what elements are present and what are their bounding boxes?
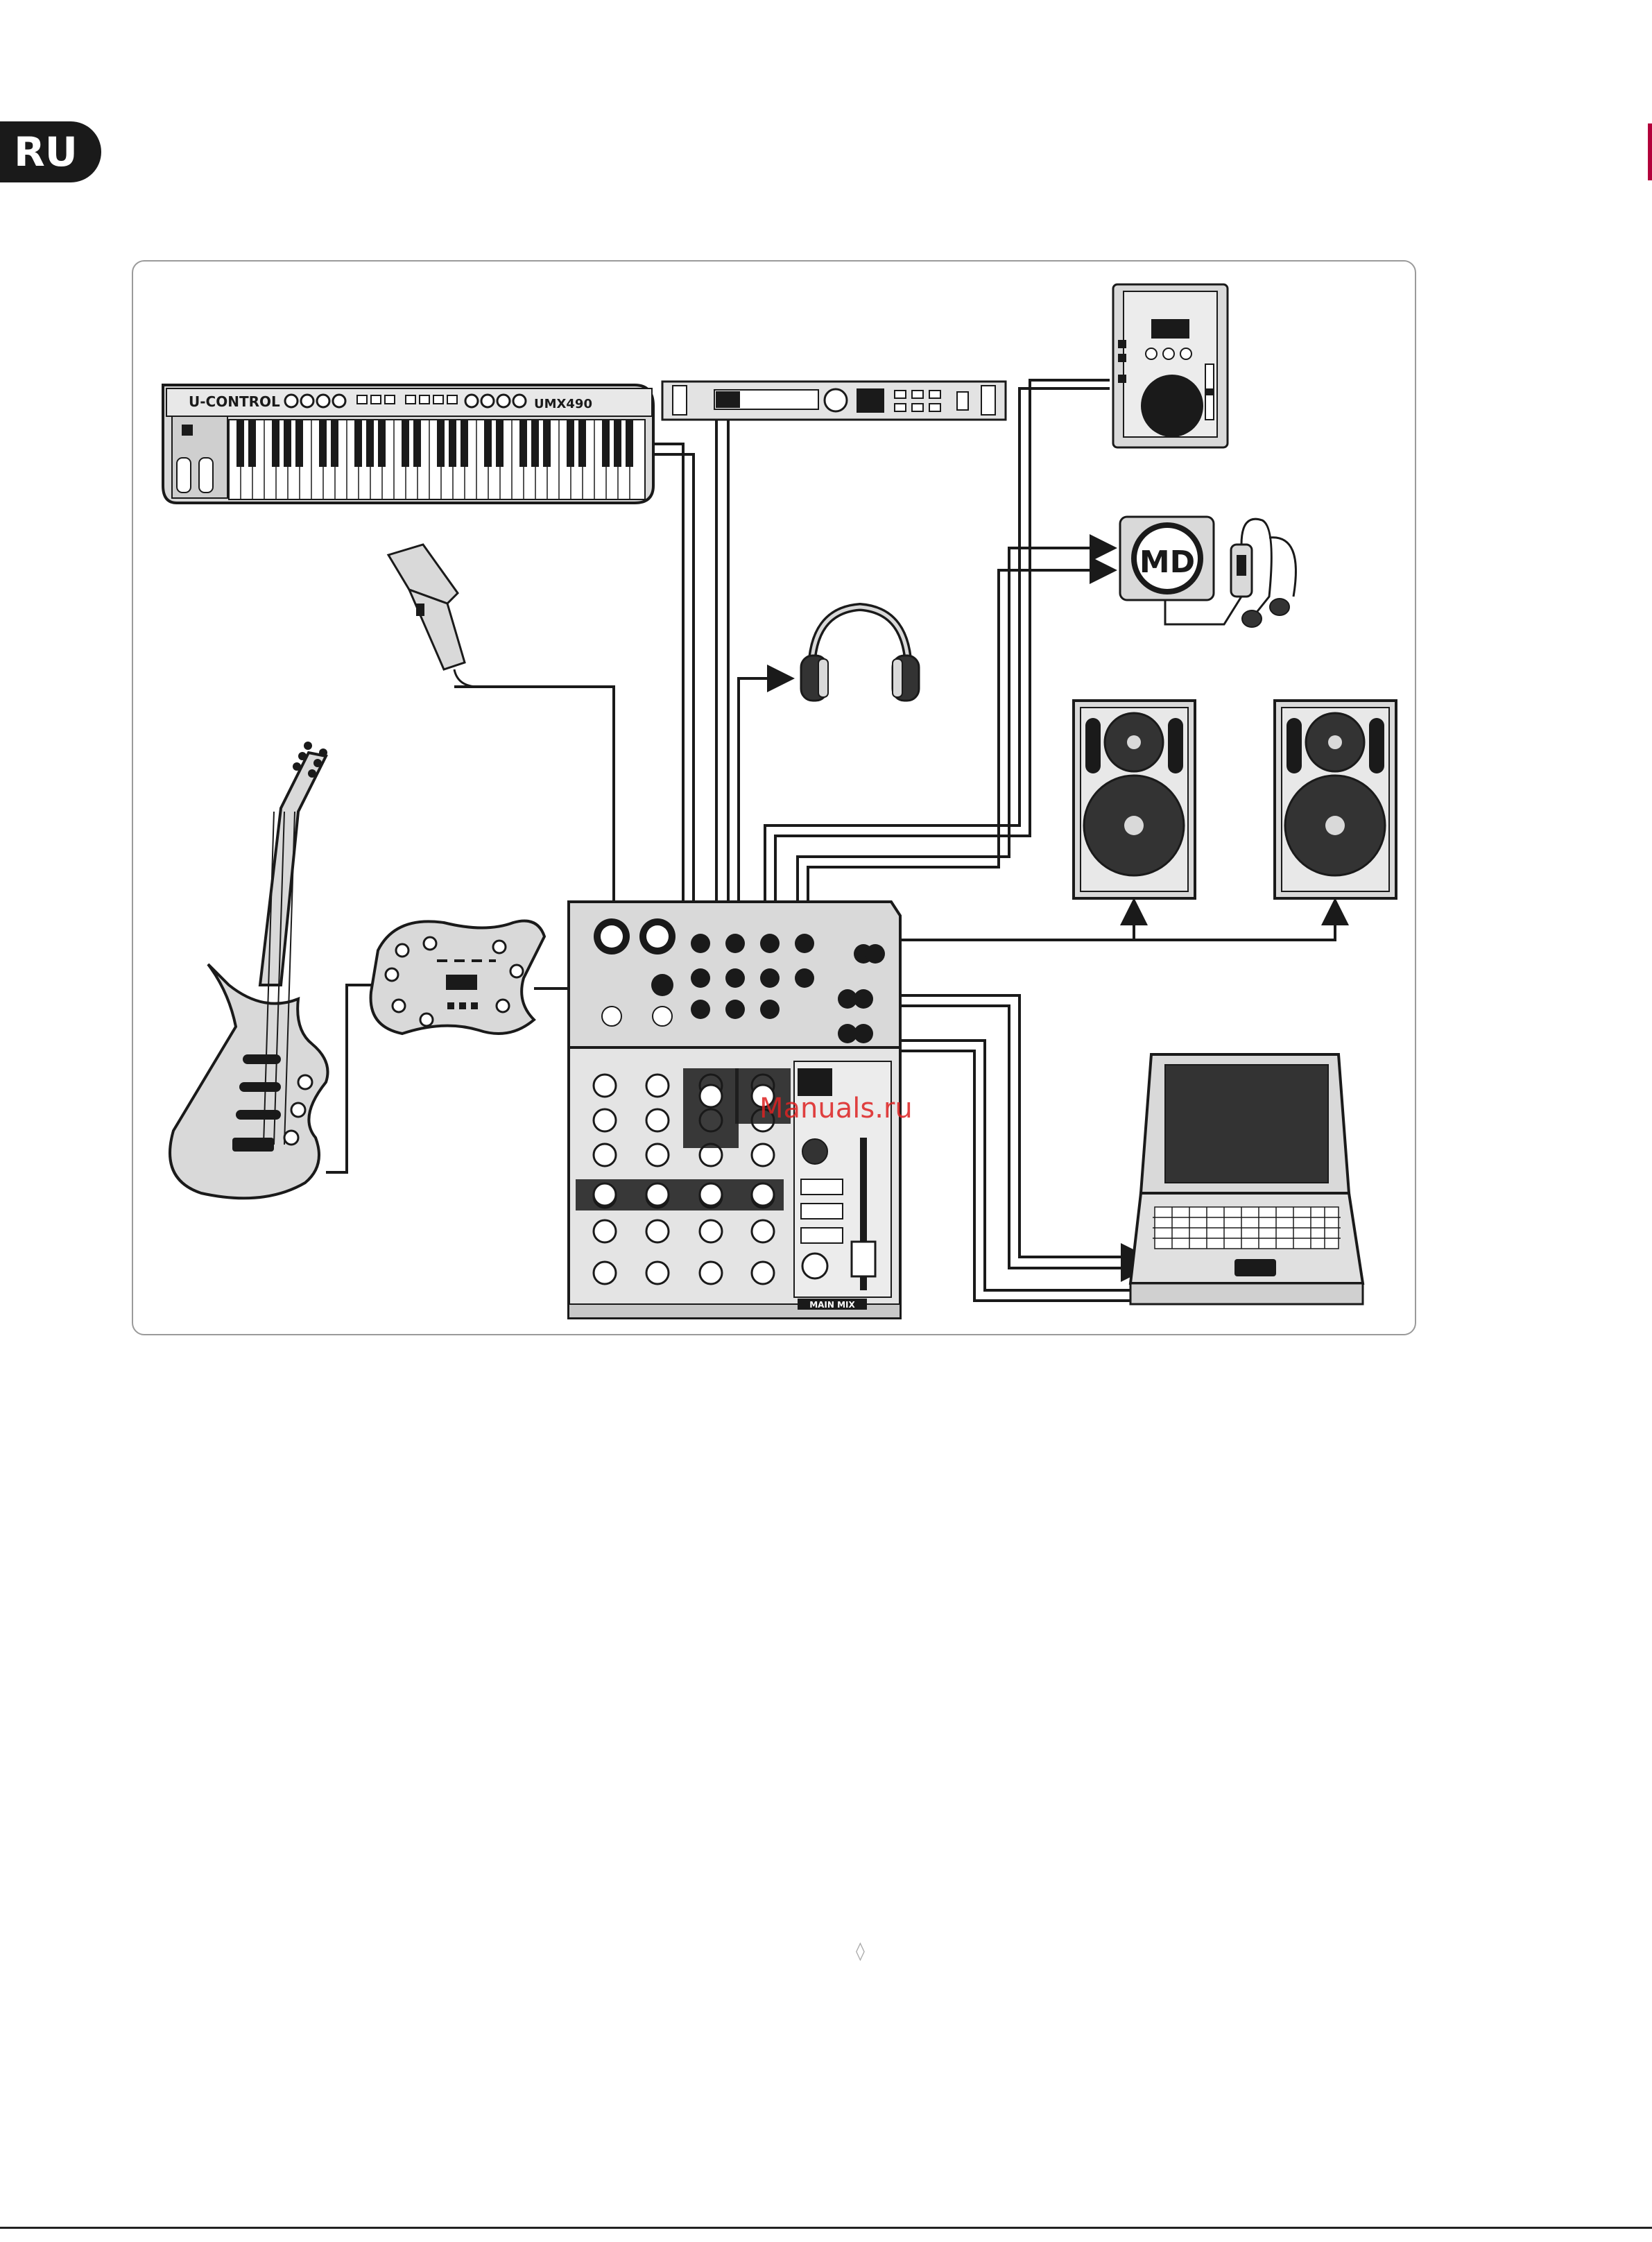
midi-keyboard: U-CONTROL UMX490 (163, 385, 653, 503)
page-mark: ◊ (856, 1941, 865, 1962)
cable-laptop-2 (867, 1006, 1137, 1268)
keyboard-buttons (357, 395, 457, 404)
speaker-left (1074, 701, 1195, 898)
cable-mic (454, 687, 614, 916)
minidisc-label: MD (1139, 545, 1195, 580)
cable-speaker-left (863, 909, 1134, 950)
laptop (1130, 1054, 1363, 1304)
cable-md-2 (808, 570, 1106, 957)
effects-processor (662, 382, 1006, 420)
cd-player (1113, 284, 1228, 447)
electric-guitar (170, 742, 328, 1198)
cable-guitar (326, 985, 378, 1172)
keyboard-model-label: UMX490 (534, 397, 592, 411)
keyboard-brand-label: U-CONTROL (189, 393, 280, 410)
cable-speaker-right (874, 909, 1335, 954)
cable-laptop-1 (867, 995, 1137, 1257)
microphone (388, 545, 479, 687)
minidisc-player: MD (1120, 517, 1296, 627)
mixer-main-mix-label: MAIN MIX (809, 1300, 855, 1310)
bottom-rule (0, 2227, 1652, 2229)
headphones (801, 607, 919, 701)
speaker-right (1275, 701, 1396, 898)
watermark: Manuals.ru (759, 1093, 913, 1124)
guitar-effects-pedal (371, 921, 544, 1034)
